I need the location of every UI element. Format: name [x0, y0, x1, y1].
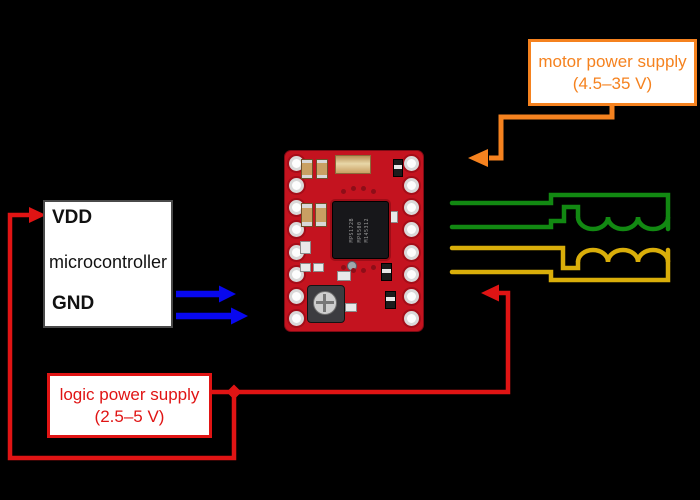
stepper-driver-board: MPS172B MP6500 M145312: [284, 150, 424, 332]
pcb-hole: [289, 178, 304, 194]
coil-a-lead-wire: [449, 192, 671, 232]
smd-component: [300, 263, 311, 272]
smd-component: [316, 159, 328, 179]
pcb-hole: [404, 222, 419, 238]
driver-chip: MPS172B MP6500 M145312: [332, 201, 389, 259]
vdd-pin-label: VDD: [52, 207, 93, 228]
smd-component: [301, 159, 313, 179]
smd-component: [393, 159, 403, 177]
pcb-hole: [404, 310, 419, 326]
copper-fan: [341, 189, 346, 194]
copper-fan: [371, 189, 376, 194]
pcb-hole: [289, 310, 304, 326]
logic-power-wire: [212, 290, 511, 395]
copper-fan: [361, 186, 366, 191]
coil-a-lead-wire-2: [449, 204, 581, 230]
smd-component: [300, 241, 311, 254]
logic-power-supply-label: logic power supply: [59, 384, 200, 404]
motor-power-arrowhead: [468, 149, 488, 167]
logic-power-supply-box: logic power supply (2.5–5 V): [47, 373, 212, 438]
pcb-hole: [289, 288, 304, 304]
smd-component: [337, 271, 351, 281]
copper-fan: [371, 265, 376, 270]
copper-fan: [361, 268, 366, 273]
smd-component: [313, 263, 324, 272]
pcb-hole: [404, 266, 419, 282]
control-arrowhead-2: [231, 307, 248, 325]
smd-component: [389, 211, 398, 223]
coil-b-lead-wire: [449, 245, 581, 271]
pcb-hole: [289, 222, 304, 238]
coil-b-winding: [575, 247, 671, 263]
current-limit-potentiometer: [307, 285, 345, 323]
smd-component: [315, 203, 327, 227]
vdd-arrowhead: [29, 207, 46, 223]
wire-junction-dot: [226, 384, 242, 400]
coil-a-winding: [575, 216, 671, 232]
pcb-hole: [404, 200, 419, 216]
motor-power-wire: [489, 102, 615, 161]
smd-component: [301, 203, 313, 227]
chip-marking: MPS172B MP6500 M145312: [349, 218, 372, 243]
smd-component: [385, 291, 396, 309]
logic-power-supply-voltage: (2.5–5 V): [94, 406, 165, 426]
smd-component: [345, 303, 357, 312]
pcb-hole: [404, 244, 419, 260]
chip-marking-line: M145312: [364, 217, 371, 243]
potentiometer-screw: [313, 291, 337, 315]
copper-fan: [351, 186, 356, 191]
pcb-hole: [404, 156, 419, 171]
motor-power-supply-box: motor power supply (4.5–35 V): [528, 39, 697, 106]
motor-power-supply-voltage: (4.5–35 V): [572, 73, 653, 93]
capacitor: [335, 155, 371, 174]
motor-power-supply-label: motor power supply: [538, 51, 687, 71]
pcb-hole: [404, 178, 419, 194]
copper-fan: [351, 268, 356, 273]
pcb-hole: [404, 288, 419, 304]
coil-b-lead-wire-2: [449, 247, 671, 283]
control-arrowhead-1: [219, 285, 236, 303]
vdd-branch-wire: [7, 212, 237, 461]
copper-fan: [341, 265, 346, 270]
logic-power-arrowhead: [481, 284, 499, 302]
microcontroller-box: VDD microcontroller GND: [43, 200, 173, 328]
microcontroller-label: microcontroller: [48, 252, 168, 272]
smd-component: [381, 263, 392, 281]
gnd-pin-label: GND: [52, 293, 95, 314]
pin-header-right: [404, 156, 419, 326]
